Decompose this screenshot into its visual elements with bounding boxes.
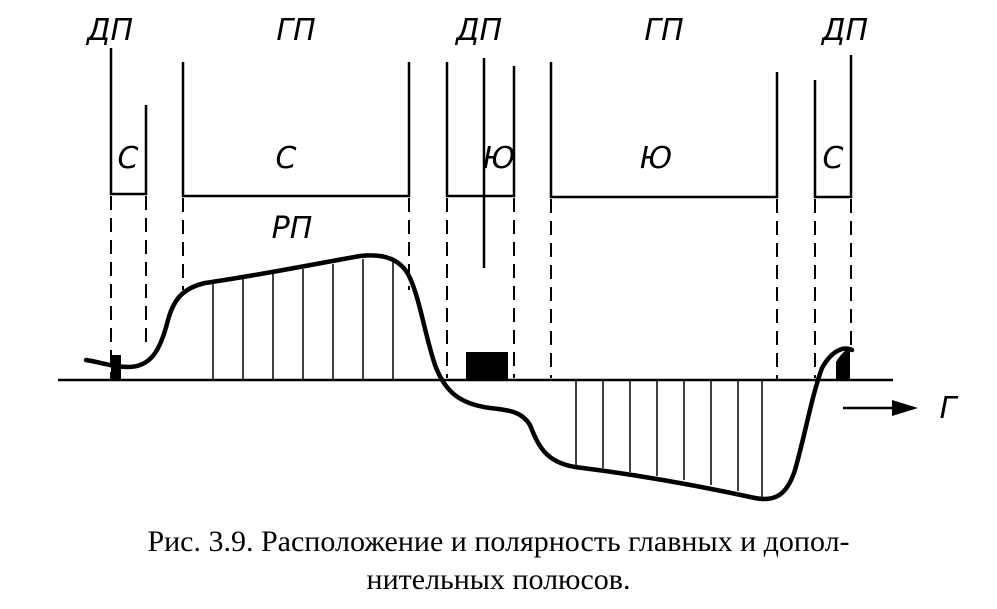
main-pole-1 [181, 62, 411, 198]
axis-label: Г [940, 391, 959, 426]
aux-flux-block-middle [466, 352, 508, 380]
aux-pole-2 [445, 62, 516, 198]
hatching [212, 259, 763, 499]
pole-label-3: Ю [483, 141, 515, 176]
label-dp-2: ДП [454, 13, 502, 48]
label-dp-3: ДП [820, 13, 868, 48]
aux-pole-1 [109, 48, 148, 196]
caption-line-2: нительных полюсов. [366, 563, 631, 596]
label-gp-1: ГП [276, 13, 315, 48]
main-pole-2 [549, 62, 779, 199]
pole-label-1: С [118, 141, 139, 176]
pole-outlines [109, 48, 853, 268]
pole-label-5: С [823, 141, 844, 176]
pole-label-2: С [276, 141, 297, 176]
label-dp-1: ДП [85, 13, 133, 48]
direction-arrow-icon [843, 400, 918, 416]
figure-caption: Рис. 3.9. Расположение и полярность глав… [0, 523, 997, 599]
label-gp-2: ГП [644, 13, 683, 48]
dashed-projections [110, 196, 852, 380]
aux-flux-block-right [836, 348, 850, 380]
diagram: ДП ГП ДП ГП ДП С С Ю Ю С РП [58, 13, 959, 502]
resultant-curve [83, 253, 855, 502]
caption-line-1: Рис. 3.9. Расположение и полярность глав… [147, 525, 850, 558]
aux-pole-3 [813, 55, 853, 199]
resultant-label: РП [272, 211, 313, 246]
pole-label-4: Ю [640, 141, 672, 176]
